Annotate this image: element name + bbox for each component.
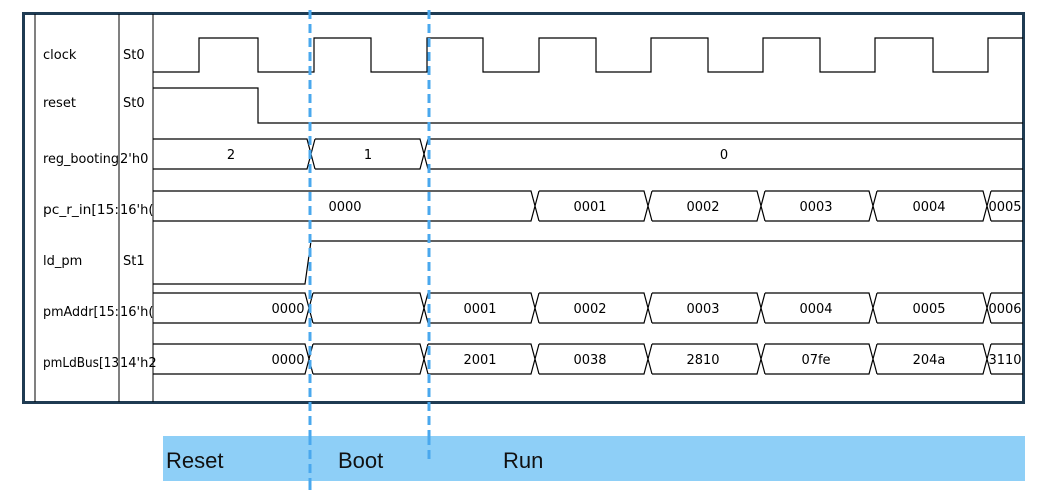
pm-ld-bus-transition (760, 343, 766, 375)
signal-value: 16'h( (120, 203, 153, 218)
reg-booting-segment (428, 138, 1023, 170)
signal-value: St1 (123, 254, 145, 269)
pc-r-in-value: 0004 (912, 200, 945, 215)
waveform-panel (22, 12, 1025, 404)
pc-r-in-segment (877, 190, 988, 222)
phase-bar (163, 436, 1025, 481)
ld-pm-waveform (153, 240, 1023, 285)
signal-name: pmAddr[15: (43, 305, 119, 320)
pm-addr-segment (877, 292, 988, 324)
signal-name: pc_r_in[15: (43, 203, 119, 218)
pc-r-in-segment (991, 190, 1023, 222)
pc-r-in-value: 0003 (799, 200, 832, 215)
pm-addr-segment (991, 292, 1023, 324)
phase-label-boot: Boot (338, 448, 384, 473)
pc-r-in-value: 0001 (573, 200, 606, 215)
pm-addr-segment (765, 292, 874, 324)
pm-addr-segment (153, 292, 310, 324)
pc-r-in-value: 0005 (988, 200, 1021, 215)
signal-name: reset (43, 96, 76, 111)
reg-booting-value: 2 (227, 148, 235, 163)
pm-addr-transition (986, 292, 992, 324)
pm-addr-transition (872, 292, 878, 324)
pc-r-in-transition (872, 190, 878, 222)
reset-waveform (153, 87, 1023, 124)
pm-addr-value: 0003 (686, 302, 719, 317)
pm-addr-transition (534, 292, 540, 324)
pm-ld-bus-value: 07fe (801, 353, 830, 368)
pm-addr-segment (539, 292, 649, 324)
reg-booting-value: 1 (364, 148, 372, 163)
pm-ld-bus-segment (539, 343, 649, 375)
waveforms (153, 37, 1023, 375)
pm-ld-bus-transition (423, 343, 429, 375)
pm-ld-bus-value: 0038 (573, 353, 606, 368)
pc-r-in-value: 0002 (686, 200, 719, 215)
pm-addr-transition (647, 292, 653, 324)
pc-r-in-value: 0000 (328, 200, 361, 215)
signal-value: 14'h2 (120, 356, 157, 371)
signal-value: 16'h( (120, 305, 153, 320)
pm-ld-bus-segment (153, 343, 310, 375)
phase-label-reset: Reset (166, 448, 224, 473)
pm-addr-value: 0006 (988, 302, 1021, 317)
pc-r-in-segment (765, 190, 874, 222)
pm-addr-value: 0004 (799, 302, 832, 317)
pm-ld-bus-value: 2001 (463, 353, 496, 368)
signal-labels: clock St0 reset St0 reg_booting 2'h0 pc_… (43, 48, 157, 371)
signal-name: pmLdBus[13 (43, 356, 119, 371)
signal-name: reg_booting (43, 152, 119, 167)
pm-ld-bus-transition (986, 343, 992, 375)
pc-r-in-transition (986, 190, 992, 222)
reg-booting-transition (423, 138, 429, 170)
reg-booting-value: 0 (720, 148, 728, 163)
pm-ld-bus-value: 2810 (686, 353, 719, 368)
pc-r-in-transition (534, 190, 540, 222)
pm-ld-bus-transition (647, 343, 653, 375)
pm-ld-bus-segment (991, 343, 1023, 375)
clock-waveform (153, 37, 1023, 73)
pm-addr-segment (652, 292, 762, 324)
pm-ld-bus-segment (652, 343, 762, 375)
pm-ld-bus-transition (872, 343, 878, 375)
pm-addr-value: 0002 (573, 302, 606, 317)
pm-addr-segment (428, 292, 536, 324)
signal-value: St0 (123, 48, 145, 63)
phase-label-run: Run (503, 448, 544, 473)
pc-r-in-segment (652, 190, 762, 222)
reg-booting-transition (310, 138, 316, 170)
pc-r-in-segment (539, 190, 649, 222)
pm-ld-bus-transition (534, 343, 540, 375)
pm-addr-value: 0001 (463, 302, 496, 317)
signal-name: ld_pm (43, 254, 82, 269)
pm-ld-bus-value: 3110 (988, 353, 1021, 368)
signal-name: clock (43, 48, 77, 63)
pm-ld-bus-value: 0000 (271, 353, 304, 368)
pm-addr-value: 0005 (912, 302, 945, 317)
pm-ld-bus-value: 204a (913, 353, 946, 368)
pm-ld-bus-segment (877, 343, 988, 375)
pc-r-in-transition (647, 190, 653, 222)
signal-value: St0 (123, 96, 145, 111)
pm-addr-value: 0000 (271, 302, 304, 317)
pm-addr-transition (760, 292, 766, 324)
pm-addr-segment (313, 292, 425, 324)
signal-value: 2'h0 (120, 152, 148, 167)
pm-ld-bus-segment (313, 343, 425, 375)
reg-booting-segment (315, 138, 425, 170)
pc-r-in-transition (760, 190, 766, 222)
pm-ld-bus-segment (428, 343, 536, 375)
pm-ld-bus-segment (765, 343, 874, 375)
pm-addr-transition (423, 292, 429, 324)
pc-r-in-segment (153, 190, 536, 222)
